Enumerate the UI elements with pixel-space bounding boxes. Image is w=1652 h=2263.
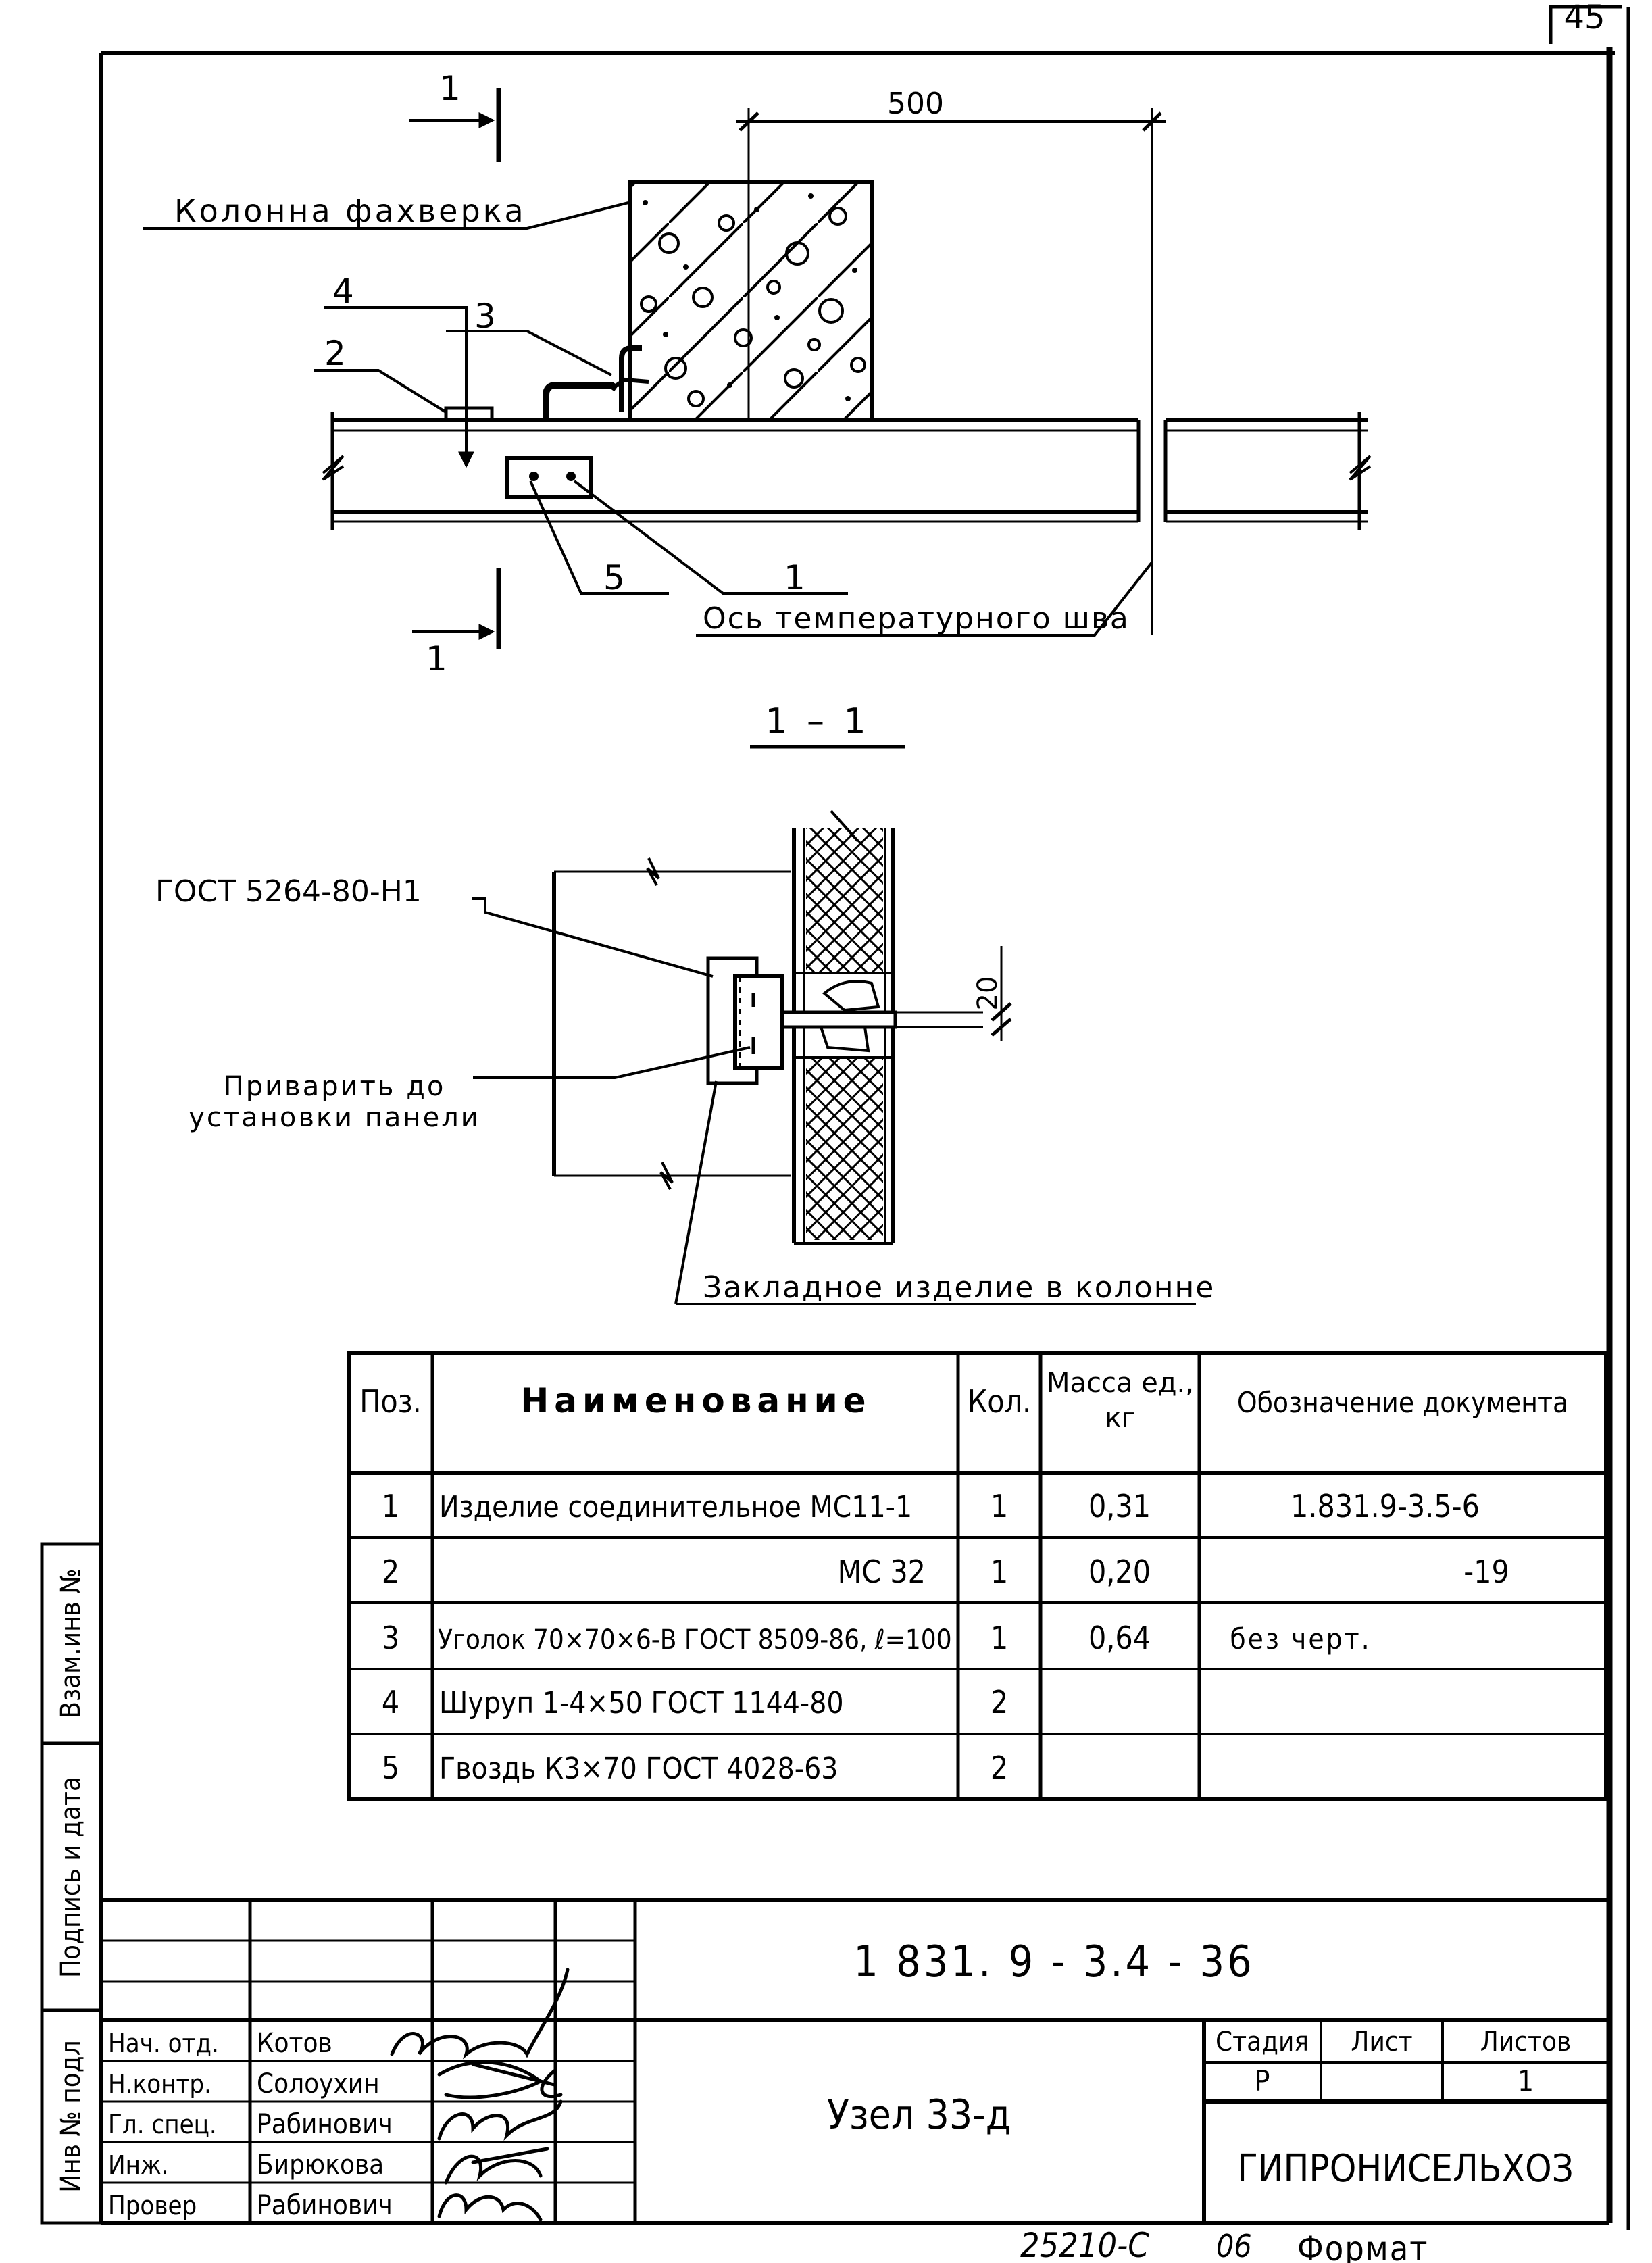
th-pos: Поз.	[359, 1383, 422, 1420]
cell-mass: 0,31	[1088, 1488, 1151, 1524]
side-stamp-replace: Взам.инв №	[55, 1568, 86, 1718]
stage-header: Стадия	[1216, 2026, 1309, 2058]
callout-3: 3	[474, 297, 496, 336]
label-column: Колонна фахверка	[174, 193, 526, 229]
cell-qty: 1	[991, 1488, 1008, 1524]
cell-name: Уголок 70×70×6-В ГОСТ 8509-86, ℓ=100	[438, 1624, 952, 1656]
sheet-number: 45	[1563, 0, 1605, 36]
label-weld: Приварить до установки панели	[189, 1071, 478, 1133]
side-stamp-signature: Подпись и дата	[55, 1776, 86, 1978]
section-title: 1 – 1	[765, 701, 870, 742]
th-qty: Кол.	[968, 1383, 1031, 1420]
cell-name: Изделие соединительное МС11-1	[439, 1490, 912, 1524]
signatures	[390, 1968, 570, 2222]
cell-pos: 4	[382, 1684, 399, 1720]
drawing-code: 1 831. 9 - 3.4 - 36	[853, 1937, 1254, 1987]
role-label: Н.контр.	[108, 2069, 211, 2099]
cell-mass: 0,64	[1088, 1620, 1151, 1656]
signature-5	[437, 2193, 543, 2222]
sheets-header: Листов	[1480, 2026, 1571, 2058]
person-name: Котов	[257, 2028, 332, 2059]
drawing-title: Узел 33-д	[827, 2091, 1011, 2139]
insulation-upper	[806, 828, 883, 973]
cell-doc: -19	[1463, 1553, 1509, 1590]
cell-qty: 2	[991, 1749, 1008, 1786]
cell-doc: без черт.	[1230, 1622, 1371, 1656]
table-row: 1 Изделие соединительное МС11-1 1 0,31 1…	[382, 1488, 1480, 1524]
signature-3	[437, 2099, 563, 2141]
person-name: Рабинович	[257, 2190, 393, 2221]
th-mass: Масса ед., кг	[1047, 1368, 1194, 1434]
stage-value: Р	[1255, 2064, 1270, 2097]
signature-rows: Нач. отд. Котов Н.контр. Солоухин Гл. сп…	[108, 2028, 393, 2221]
sheet-header: Лист	[1351, 2026, 1412, 2058]
signature-2	[437, 2060, 563, 2099]
cell-pos: 2	[382, 1553, 399, 1590]
table-row: 4 Шуруп 1-4×50 ГОСТ 1144-80 2	[382, 1684, 1008, 1720]
archive-fragment: 06	[1216, 2228, 1252, 2263]
role-label: Провер	[108, 2191, 197, 2220]
side-stamp	[40, 1542, 103, 2225]
cell-name: Шуруп 1-4×50 ГОСТ 1144-80	[439, 1686, 844, 1720]
cell-mass: 0,20	[1088, 1553, 1151, 1590]
person-name: Солоухин	[257, 2068, 380, 2099]
person-name: Бирюкова	[257, 2149, 384, 2181]
section-mark-top: 1	[439, 69, 461, 108]
cell-pos: 3	[382, 1620, 399, 1656]
sheets-value: 1	[1518, 2064, 1534, 2097]
dimension-20: 20	[972, 976, 1003, 1011]
signature-4	[444, 2147, 549, 2185]
role-label: Гл. спец.	[108, 2110, 217, 2139]
cell-doc: 1.831.9-3.5-6	[1291, 1488, 1480, 1524]
role-label: Инж.	[108, 2150, 169, 2180]
spec-table	[347, 1351, 1608, 1801]
concrete-dots	[643, 193, 857, 401]
cell-pos: 5	[382, 1749, 399, 1786]
th-doc: Обозначение документа	[1237, 1386, 1568, 1419]
callout-1: 1	[784, 558, 805, 597]
cell-qty: 2	[991, 1684, 1008, 1720]
dimension-500: 500	[887, 86, 944, 121]
signature-1	[390, 1968, 570, 2060]
callout-4: 4	[332, 272, 354, 311]
label-embedded: Закладное изделие в колонне	[703, 1270, 1215, 1305]
plate-ms11	[505, 456, 593, 499]
organization: ГИПРОНИСЕЛЬХОЗ	[1237, 2147, 1574, 2191]
role-label: Нач. отд.	[108, 2029, 219, 2058]
plan-view	[143, 88, 1372, 649]
section-view	[472, 810, 1196, 1305]
insulation-lower	[806, 1058, 883, 1240]
title-block	[101, 1898, 1609, 2223]
table-row: 2 МС 32 1 0,20 -19	[382, 1553, 1509, 1590]
table-row: 5 Гвоздь К3×70 ГОСТ 4028-63 2	[382, 1749, 1008, 1786]
cell-qty: 1	[991, 1620, 1008, 1656]
callout-5: 5	[603, 558, 625, 597]
archive-number: 25210-С	[1020, 2226, 1149, 2263]
th-name: Наименование	[520, 1381, 871, 1420]
format-label: Формат	[1297, 2229, 1429, 2263]
table-row: 3 Уголок 70×70×6-В ГОСТ 8509-86, ℓ=100 1…	[382, 1620, 1371, 1656]
callout-2: 2	[324, 334, 346, 373]
person-name: Рабинович	[257, 2109, 393, 2140]
section-mark-bottom: 1	[426, 639, 447, 678]
cell-pos: 1	[382, 1488, 399, 1524]
side-stamp-inventory: Инв № подл	[55, 2040, 86, 2192]
label-joint-axis: Ось температурного шва	[703, 601, 1130, 636]
cell-name: Гвоздь К3×70 ГОСТ 4028-63	[439, 1751, 838, 1786]
concrete-aggregate	[640, 207, 866, 407]
cell-name: МС 32	[838, 1553, 926, 1590]
label-gost-weld: ГОСТ 5264-80-Н1	[155, 874, 422, 909]
cell-qty: 1	[991, 1553, 1008, 1590]
